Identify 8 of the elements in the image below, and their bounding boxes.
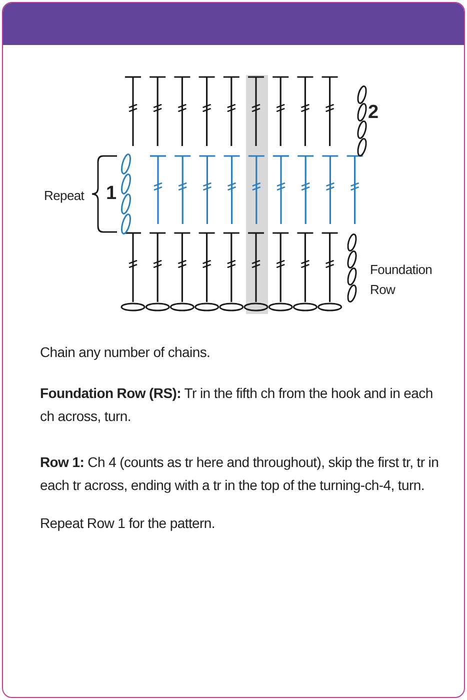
- row-label: Foundation Row: [370, 261, 432, 299]
- instruction-text: Repeat Row 1 for the pattern.: [40, 514, 216, 533]
- row-number: 1: [106, 182, 116, 205]
- instruction-text: Row 1: Ch 4 (counts as tr here and throughout), skip the first tr, tr in each tr across, ending with a tr in the top of the turning-ch-4, turn.: [40, 453, 440, 495]
- row-number: 2: [368, 101, 378, 124]
- instruction-text: Chain any number of chains.: [40, 343, 212, 362]
- repeat-label: Repeat: [44, 187, 84, 205]
- instruction-text: Foundation Row (RS): Tr in the fifth ch from the hook and in each ch across, turn.: [40, 384, 434, 426]
